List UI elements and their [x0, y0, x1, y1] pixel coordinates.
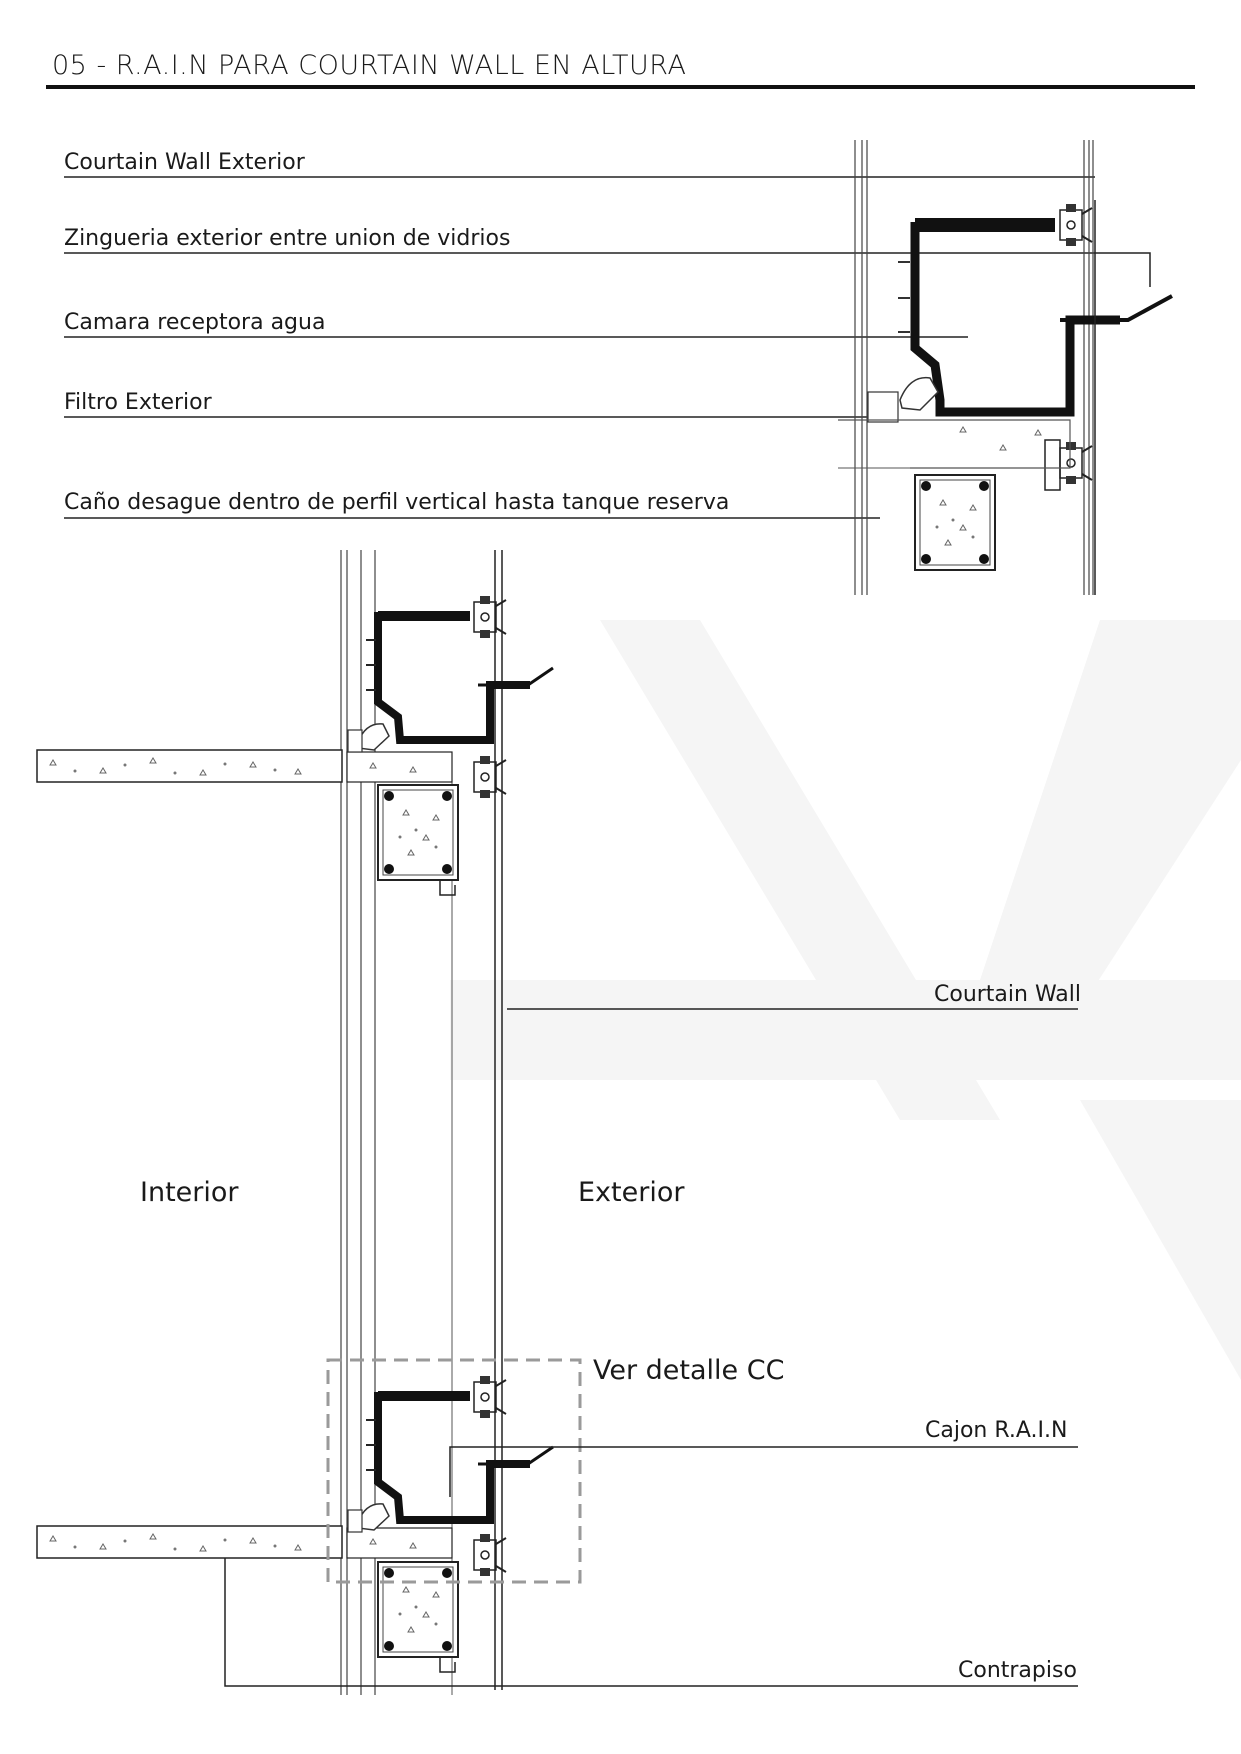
detail-leaders — [64, 176, 1151, 519]
label-contrapiso: Contrapiso — [958, 1658, 1077, 1683]
detail-frame — [326, 1358, 582, 1584]
label-cajon-rain: Cajon R.A.I.N — [925, 1418, 1068, 1443]
label-interior: Interior — [140, 1177, 239, 1208]
section-leaders — [224, 1008, 1078, 1687]
label-zingueria: Zingueria exterior entre union de vidrio… — [64, 226, 511, 251]
label-camara: Camara receptora agua — [64, 310, 326, 335]
background-watermark — [450, 620, 1241, 1380]
page-title: 05 - R.A.I.N PARA COURTAIN WALL EN ALTUR… — [52, 50, 687, 81]
section-drawing — [36, 550, 582, 1695]
label-filtro: Filtro Exterior — [64, 390, 212, 415]
label-courtain-wall: Courtain Wall — [934, 982, 1082, 1007]
label-courtain-wall-exterior: Courtain Wall Exterior — [64, 150, 305, 175]
label-exterior: Exterior — [578, 1177, 685, 1208]
label-cano: Caño desague dentro de perfil vertical h… — [64, 490, 730, 515]
rain-detail-drawing — [838, 140, 1173, 595]
label-ver-detalle: Ver detalle CC — [593, 1355, 785, 1386]
